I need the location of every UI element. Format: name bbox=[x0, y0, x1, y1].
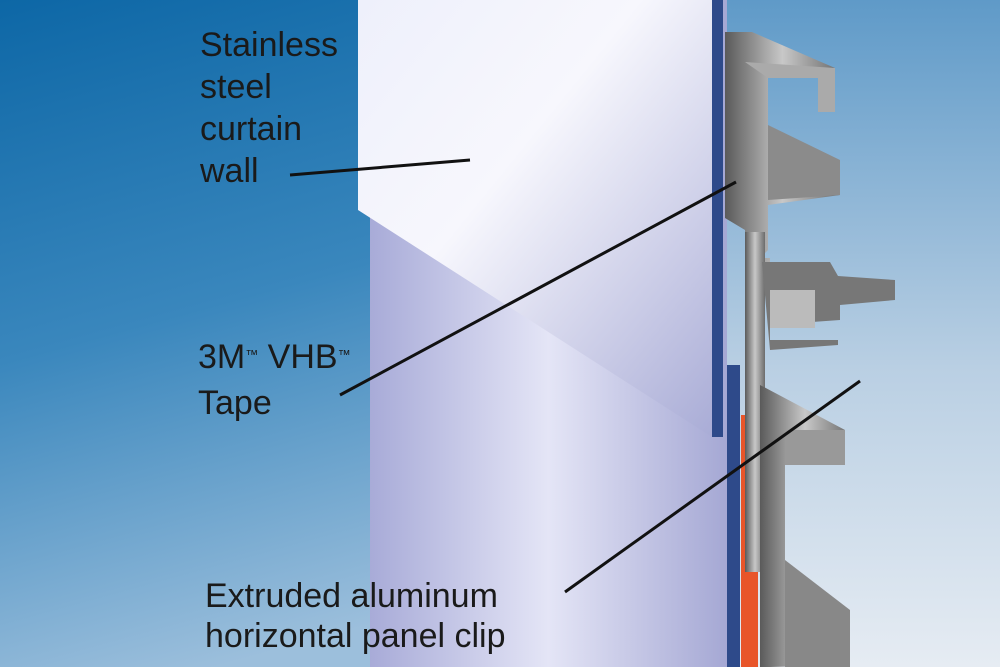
label-clip: Extruded aluminum horizontal panel clip bbox=[205, 576, 506, 656]
trademark: ™ bbox=[245, 347, 259, 362]
label-tape: 3M™ VHB™ Tape bbox=[198, 334, 351, 426]
leader-line-tape bbox=[339, 180, 737, 397]
label-text: 3M bbox=[198, 338, 246, 376]
label-text: VHB bbox=[258, 338, 338, 376]
label-line: 3M™ VHB™ bbox=[198, 334, 351, 380]
label-line: curtain bbox=[200, 110, 303, 148]
label-line: Extruded aluminum bbox=[205, 577, 498, 615]
label-line: wall bbox=[200, 152, 259, 190]
aluminum-panel-clip bbox=[725, 32, 895, 667]
leader-line-clip bbox=[564, 379, 861, 594]
label-line: steel bbox=[200, 68, 272, 106]
label-line: Tape bbox=[198, 384, 272, 422]
upper-panel bbox=[358, 0, 712, 437]
leader-line-curtain-wall bbox=[289, 158, 471, 177]
label-line: horizontal panel clip bbox=[205, 617, 506, 655]
label-curtain-wall: Stainless steel curtain wall bbox=[200, 24, 338, 192]
lower-panel-edge bbox=[727, 365, 740, 667]
label-line: Stainless bbox=[200, 26, 338, 64]
trademark: ™ bbox=[337, 347, 351, 362]
upper-panel-edge bbox=[712, 0, 723, 437]
